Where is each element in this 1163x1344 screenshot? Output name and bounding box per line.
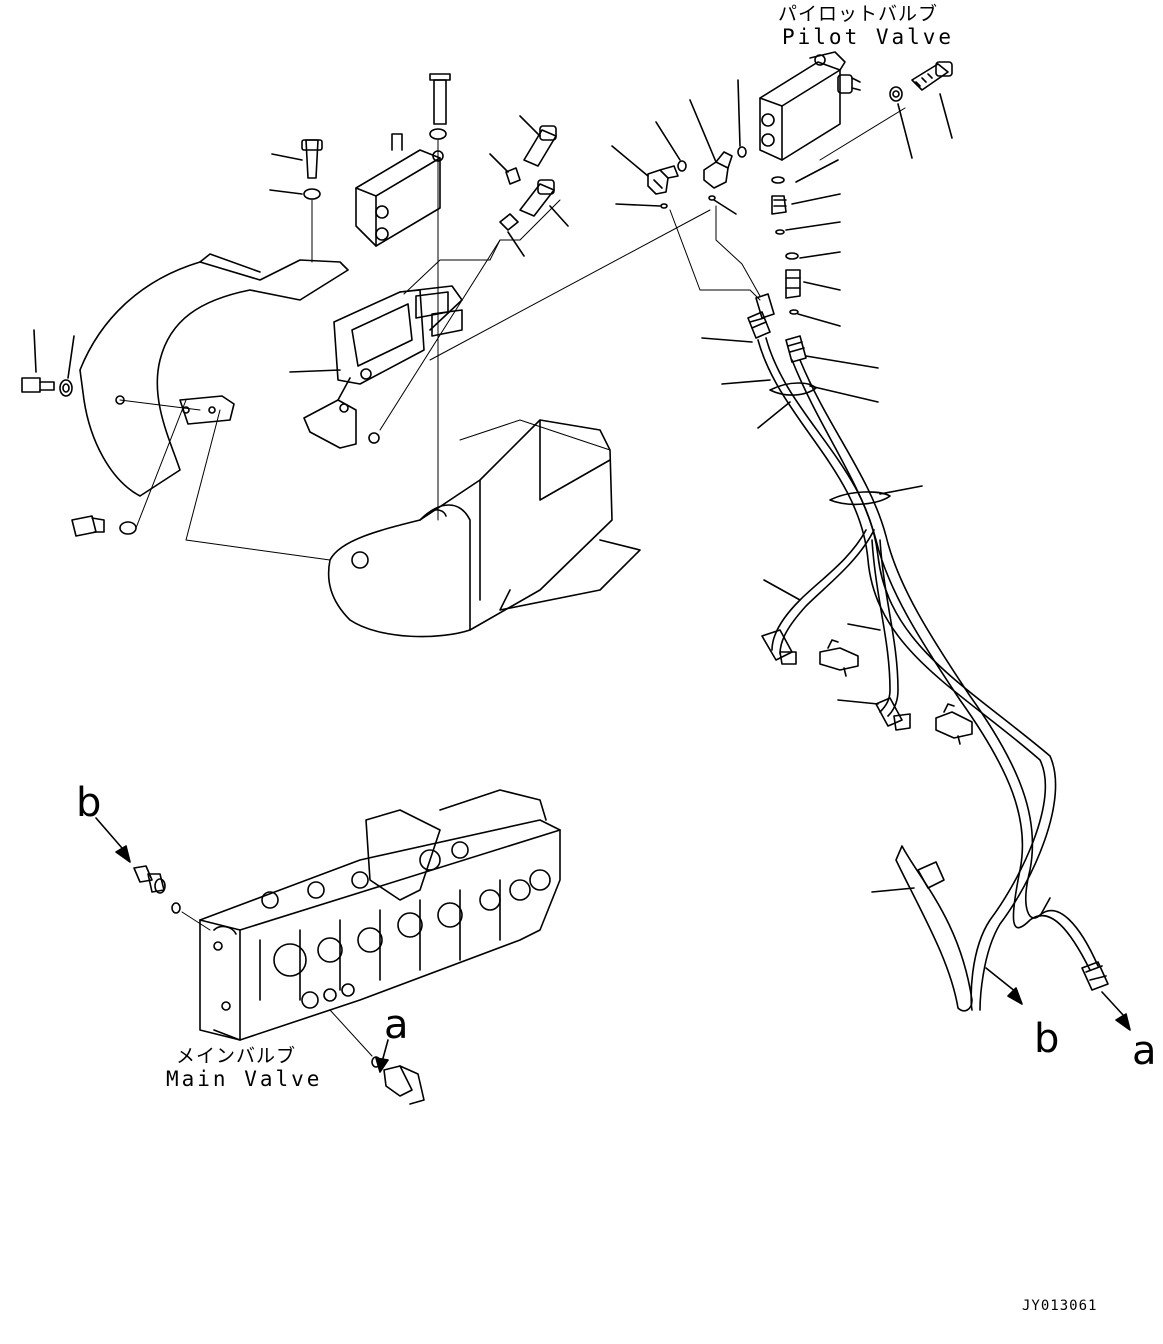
hose-assembly <box>669 205 1109 1012</box>
hose-leaders <box>701 337 1051 917</box>
main-valve-fitting-b <box>133 865 211 931</box>
lever-valve <box>355 73 451 521</box>
pilot-valve <box>759 51 861 161</box>
main-valve-fitting-a <box>329 1009 425 1105</box>
cover-bolts <box>21 329 221 541</box>
main-valve-label-en: Main Valve <box>166 1067 322 1091</box>
bracket-bolts <box>489 115 569 257</box>
elbow-fitting-right <box>689 99 733 189</box>
connector-label-a-hose: a <box>1132 1028 1157 1074</box>
console-box <box>185 419 641 638</box>
main-valve-label-jp: メインバルブ <box>176 1044 296 1067</box>
pilot-valve-label-en: Pilot Valve <box>782 25 954 49</box>
arrow-b-valve <box>95 817 131 863</box>
drawing-code: JY013061 <box>1022 1298 1097 1314</box>
arrow-a-valve <box>375 1039 389 1073</box>
pilot-valve-bolt <box>819 61 953 161</box>
arrow-b-hose <box>985 967 1023 1005</box>
cover-panel <box>79 253 349 497</box>
pilot-valve-label-jp: パイロットバルブ <box>778 2 938 25</box>
bolt-washer-top <box>269 139 323 263</box>
arrow-a-hose <box>1101 991 1131 1031</box>
o-rings-upper <box>615 79 747 215</box>
elbow-fitting-left <box>611 145 679 195</box>
main-valve <box>199 789 561 1041</box>
leader-line-long <box>429 209 711 361</box>
connector-label-b-hose: b <box>1034 1016 1059 1062</box>
mounting-bracket <box>289 199 561 449</box>
adapter-stack <box>771 159 841 327</box>
connector-label-b-valve: b <box>76 780 101 826</box>
connector-label-a-valve: a <box>384 1002 409 1048</box>
